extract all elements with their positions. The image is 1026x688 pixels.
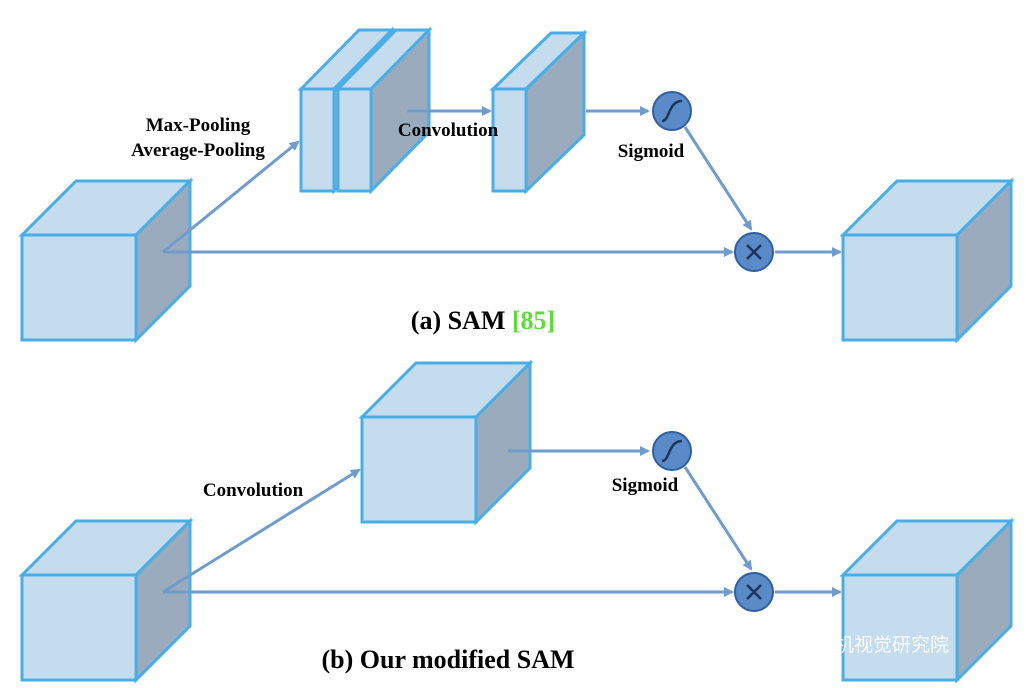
multiply-icon (734, 232, 774, 272)
sigmoid-icon (652, 431, 692, 471)
caption-b: (b) Our modified SAM (321, 645, 574, 674)
convolution-output-slab (489, 29, 588, 195)
sigmoid-to-multiply-arrow (683, 466, 753, 571)
output-feature-cube (839, 517, 1015, 684)
watermark: 计算机视觉研究院 (756, 632, 949, 659)
wechat-icon (756, 632, 791, 659)
caption-a-reference[interactable]: [85] (512, 306, 555, 335)
caption-a: (a) SAM [85] (411, 306, 555, 335)
sigmoid-to-multiply-arrow (683, 126, 753, 231)
convolution-label: Convolution (203, 480, 304, 501)
pooling-arrow (162, 140, 300, 254)
caption-a-text: (a) SAM (411, 306, 512, 335)
watermark-text: 计算机视觉研究院 (797, 634, 949, 656)
input-feature-cube (18, 517, 194, 684)
panel-b: Convolution Sigmoid (b) Our modified SAM (18, 359, 1015, 684)
output-feature-cube (839, 177, 1015, 344)
panel-a: Max-Pooling Average-Pooling Convolution … (18, 26, 1015, 344)
max-pooling-label: Max-Pooling (146, 115, 251, 136)
convolution-label: Convolution (398, 120, 499, 141)
multiply-icon (734, 572, 774, 612)
sigmoid-label: Sigmoid (612, 475, 679, 496)
convolution-arrow (162, 468, 361, 594)
average-pooling-label: Average-Pooling (131, 140, 265, 161)
input-feature-cube (18, 177, 194, 344)
convolution-output-cube (358, 359, 534, 526)
sigmoid-label: Sigmoid (618, 141, 685, 162)
average-pooling-slab (334, 26, 433, 195)
sigmoid-icon (652, 91, 692, 131)
